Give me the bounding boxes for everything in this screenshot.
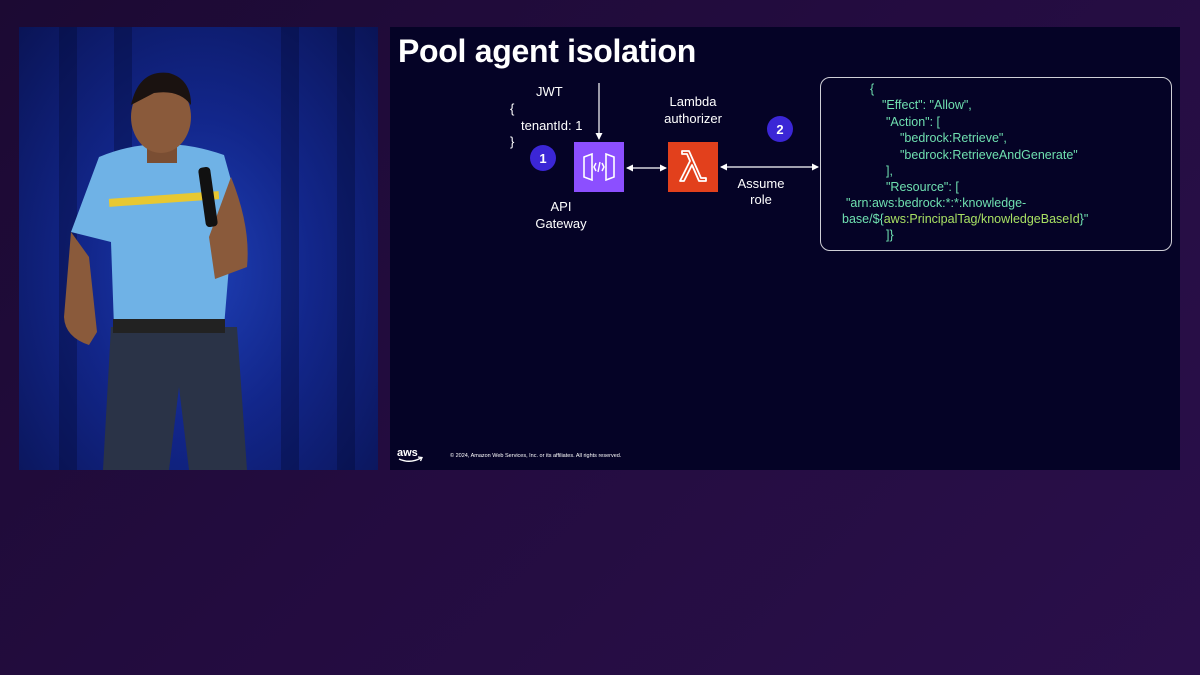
policy-line: "arn:aws:bedrock:*:*:knowledge- [846, 196, 1027, 210]
presentation-slide: Pool agent isolation JWT { tenantId: 1 }… [390, 27, 1180, 470]
jwt-open-brace: { [510, 101, 515, 116]
iam-policy-box [820, 77, 1172, 251]
policy-suffix: }" [1079, 212, 1089, 226]
policy-line: "Resource": [ [886, 180, 959, 194]
lambda-tile [668, 142, 718, 192]
policy-line: "bedrock:Retrieve", [900, 131, 1007, 145]
policy-closing: ]} [886, 228, 894, 242]
api-gateway-label-2: Gateway [535, 216, 587, 231]
curtain-fold [281, 27, 299, 470]
lambda-label-1: Lambda [669, 94, 717, 109]
jwt-close-brace: } [510, 134, 515, 149]
policy-line: { [870, 82, 875, 96]
lambda-icon [679, 150, 707, 182]
step-1-badge: 1 [530, 145, 556, 171]
jwt-title: JWT [536, 84, 563, 99]
assume-role-label-1: Assume [737, 176, 785, 191]
speaker-figure [64, 72, 248, 470]
api-gateway-icon [583, 153, 615, 181]
assume-role-label-2: role [750, 192, 772, 207]
policy-line: "Effect": "Allow", [882, 98, 972, 112]
policy-line: "Action": [ [886, 115, 941, 129]
policy-line: "bedrock:RetrieveAndGenerate" [900, 148, 1078, 162]
aws-logo-text: aws [397, 447, 418, 459]
speaker-video [19, 27, 378, 470]
jwt-claim: tenantId: 1 [521, 118, 583, 133]
aws-logo: aws [397, 447, 423, 462]
policy-line: ], [886, 164, 893, 178]
slide-title: Pool agent isolation [398, 33, 697, 69]
copyright-notice: © 2024, Amazon Web Services, Inc. or its… [450, 453, 622, 459]
lambda-label-2: authorizer [664, 111, 722, 126]
policy-line-resource: base/${aws:PrincipalTag/knowledgeBaseId}… [842, 212, 1088, 226]
curtain-fold [337, 27, 355, 470]
flow-arrows [595, 83, 819, 172]
api-gateway-label-1: API [550, 199, 572, 214]
step-2-badge: 2 [767, 116, 793, 142]
policy-prefix: base/${ [842, 212, 884, 226]
api-gateway-tile [574, 142, 624, 192]
curtain-fold [59, 27, 77, 470]
policy-principal-tag: aws:PrincipalTag/knowledgeBaseId [883, 212, 1080, 226]
